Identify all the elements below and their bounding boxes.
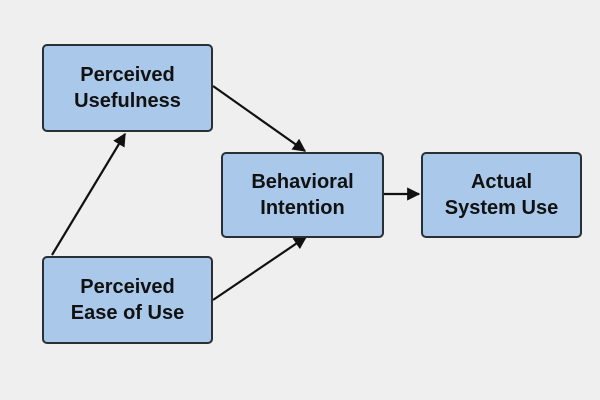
node-label: Behavioral Intention	[251, 171, 354, 219]
node-perceived-usefulness: Perceived Usefulness	[42, 44, 213, 132]
arrow-ease-to-usefulness	[51, 132, 126, 256]
node-label: Actual System Use	[444, 171, 559, 219]
arrow-usefulness-to-intention	[212, 85, 307, 152]
node-perceived-ease-of-use: Perceived Ease of Use	[42, 256, 213, 344]
node-actual-system-use: Actual System Use	[421, 152, 582, 238]
node-behavioral-intention: Behavioral Intention	[221, 152, 384, 238]
node-label: Perceived Ease of Use	[70, 276, 185, 324]
arrow-ease-to-intention	[212, 236, 308, 301]
node-label: Perceived Usefulness	[74, 64, 181, 112]
